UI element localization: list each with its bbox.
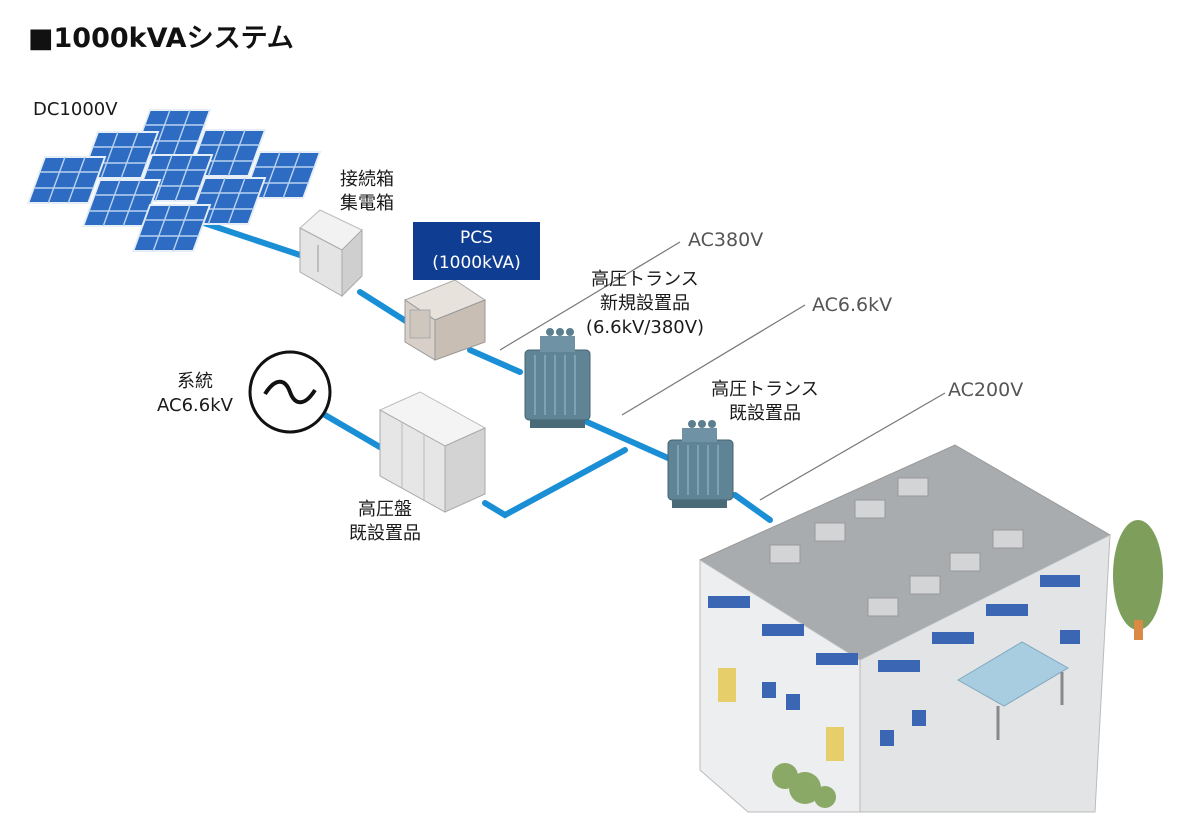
- solar-array: [26, 109, 322, 252]
- hv-panel: [378, 391, 487, 513]
- pcs-label-box: PCS (1000kVA): [413, 222, 540, 280]
- pcs-cabinet: [403, 279, 487, 361]
- solar-panel: [81, 179, 162, 227]
- ac200-label: AC200V: [948, 379, 1024, 401]
- ac380-label: AC380V: [688, 229, 764, 251]
- grid-label-line: 系統: [177, 371, 213, 392]
- page-title: ■1000kVAシステム: [28, 23, 294, 54]
- existing-transformer-label-line: 既設置品: [729, 403, 801, 424]
- shrubs: [772, 763, 836, 808]
- junction-box: [299, 209, 363, 298]
- new-transformer-label-line: 新規設置品: [600, 293, 690, 314]
- new-transformer-label-line: (6.6kV/380V): [585, 317, 705, 338]
- grid-label-line: AC6.6kV: [157, 395, 233, 416]
- ac66-line-label: AC6.6kV: [812, 294, 893, 316]
- tree: [1113, 520, 1163, 640]
- pcs-label-line: PCS: [460, 228, 493, 248]
- junction-box-label: 接続箱 集電箱: [340, 168, 394, 216]
- junction-box-label-line: 集電箱: [340, 193, 394, 214]
- hv-panel-label-line: 既設置品: [349, 523, 421, 544]
- existing-transformer-label: 高圧トランス 既設置品: [700, 378, 830, 426]
- new-transformer: [524, 328, 591, 428]
- solar-panel: [131, 204, 212, 252]
- factory-building: [698, 444, 1112, 813]
- hv-panel-label: 高圧盤 既設置品: [335, 498, 435, 546]
- existing-transformer: [667, 420, 734, 508]
- existing-transformer-label-line: 高圧トランス: [711, 379, 819, 400]
- hv-panel-label-line: 高圧盤: [358, 499, 412, 520]
- grid-cable: [322, 412, 628, 519]
- dc-voltage-label: DC1000V: [33, 99, 118, 120]
- new-transformer-label: 高圧トランス 新規設置品 (6.6kV/380V): [575, 268, 715, 340]
- grid-symbol: [248, 350, 332, 434]
- junction-box-label-line: 接続箱: [340, 169, 394, 190]
- grid-label: 系統 AC6.6kV: [145, 370, 245, 418]
- ac200-cable: [732, 492, 773, 523]
- solar-panel: [26, 156, 107, 204]
- leader-lines: [499, 241, 946, 501]
- pcs-label-line: (1000kVA): [432, 253, 521, 273]
- new-transformer-label-line: 高圧トランス: [591, 269, 699, 290]
